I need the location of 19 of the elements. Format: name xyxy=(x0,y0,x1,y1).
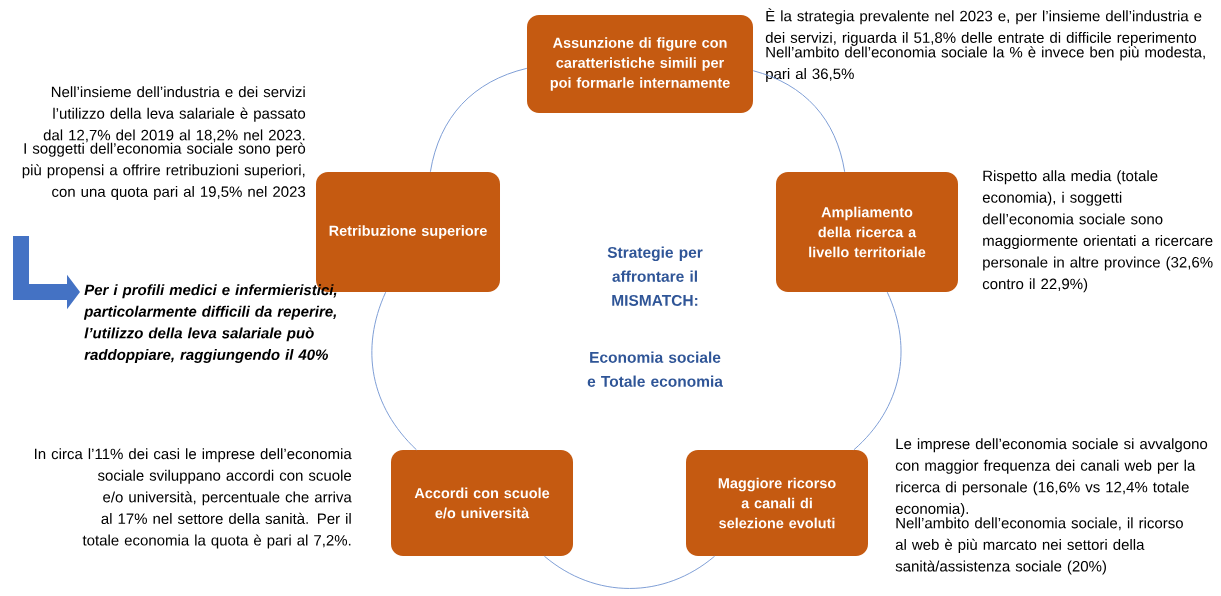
note-text: Le imprese dell’economia sociale si avvalgono con maggior frequenza dei canali web per la ricerca di personale (16,6% vs 12,4% totale economia). xyxy=(895,438,1208,517)
strategy-box: Assunzione di figure con caratteristiche simili per poi formarle internamente xyxy=(527,15,753,113)
connector-arc xyxy=(752,70,846,173)
note-text: Nell’ambito dell’economia sociale, il ricorso al web è più marcato nei settori della sanità/assistenza sociale (20%) xyxy=(895,517,1183,575)
connector-arc xyxy=(429,67,528,173)
note-text: Rispetto alla media (totale economia), i soggetti dell’economia sociale sono maggiormente orientati a ricercare personale in altre province (32,6% contro il 22,9%) xyxy=(982,170,1213,293)
connector-arc xyxy=(853,291,902,451)
connector-arc xyxy=(543,555,716,589)
strategy-box: Maggiore ricorso a canali di selezione evoluti xyxy=(686,450,868,556)
note-text: Nell’insieme dell’industria e dei servizi l’utilizzo della leva salariale è passato dal 12,7% del 2019 al 18,2% nel 2023. xyxy=(43,86,306,143)
note-text: I soggetti dell’economia sociale sono però più propensi a offrire retribuzioni superiori, con una quota pari al 19,5% nel 2023 xyxy=(22,142,306,200)
strategy-box: Ampliamento della ricerca a livello territoriale xyxy=(776,172,958,292)
note-text: È la strategia prevalente nel 2023 e, per l’insieme dell’industria e dei servizi, riguarda il 51,8% delle entrate di difficile reperimento xyxy=(765,8,1202,46)
note-text: In circa l’11% dei casi le imprese dell’economia sociale sviluppano accordi con scuole e/o università, percentuale che arriva al 17% nel settore della sanità. Per il totale economia la quota è pari al 7,2%. xyxy=(35,448,352,549)
center-title: Strategie per affrontare il MISMATCH: xyxy=(607,246,703,306)
center-title: Economia sociale e Totale economia xyxy=(587,351,723,387)
strategy-box: Accordi con scuole e/o università xyxy=(391,450,573,556)
note-text: Nell’ambito dell’economia sociale la % è invece ben più modesta, pari al 36,5% xyxy=(766,46,1205,83)
connector-arc xyxy=(371,291,417,451)
